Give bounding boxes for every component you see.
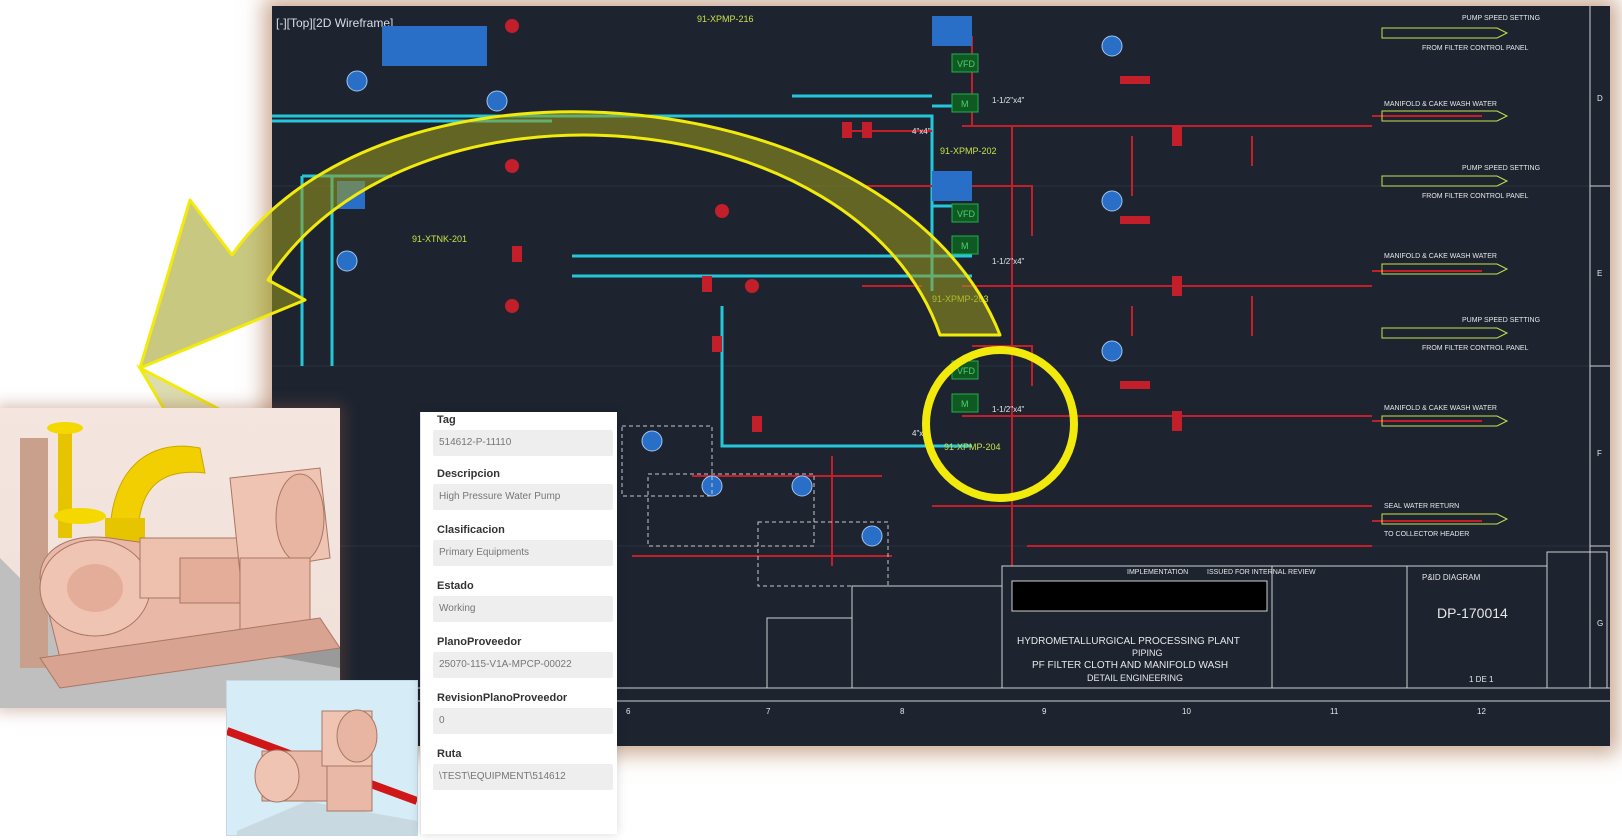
grid-number-11: 11 xyxy=(1330,707,1339,716)
motor-label-2: M xyxy=(961,241,969,251)
grid-letter-d: D xyxy=(1597,94,1603,103)
tag-pump-202: 91-XPMP-202 xyxy=(940,146,997,156)
motor-label-1: M xyxy=(961,99,969,109)
prop-value-path[interactable]: \TEST\EQUIPMENT\514612 xyxy=(433,764,613,790)
model-thumbnail[interactable] xyxy=(225,680,419,836)
tag-pump-216: 91-XPMP-216 xyxy=(697,14,754,24)
sheet-number: 1 DE 1 xyxy=(1469,675,1494,684)
prop-value-classification[interactable]: Primary Equipments xyxy=(433,540,613,566)
drawing-number: DP-170014 xyxy=(1437,605,1508,621)
equipment-properties-panel: Tag 514612-P-11110 Descripcion High Pres… xyxy=(420,412,617,834)
pipe-size-label-4: 4"x4" xyxy=(912,127,931,136)
vfd-label-1: VFD xyxy=(957,59,976,69)
prop-label-vendor-drawing: PlanoProveedor xyxy=(437,636,522,648)
issued-label: ISSUED FOR INTERNAL REVIEW xyxy=(1207,569,1316,576)
implementation-label: IMPLEMENTATION xyxy=(1127,569,1188,576)
filter-panel-label-3: FROM FILTER CONTROL PANEL xyxy=(1422,345,1529,352)
prop-label-status: Estado xyxy=(437,580,474,592)
model-3d-view[interactable] xyxy=(0,408,340,708)
valve-symbols xyxy=(505,19,1182,453)
grid-number-8: 8 xyxy=(900,707,905,716)
project-subtitle-2: PF FILTER CLOTH AND MANIFOLD WASH xyxy=(1032,660,1228,671)
grid-number-12: 12 xyxy=(1477,707,1486,716)
tag-tank-201: 91-XTNK-201 xyxy=(412,234,467,244)
grid-letter-g: G xyxy=(1597,619,1603,628)
motor-label-3: M xyxy=(961,399,969,409)
project-subtitle-3: DETAIL ENGINEERING xyxy=(1087,673,1183,683)
project-subtitle-1: PIPING xyxy=(1132,648,1163,658)
pipe-size-label-1: 1-1/2"x4" xyxy=(992,96,1025,105)
manifold-label-2: MANIFOLD & CAKE WASH WATER xyxy=(1384,253,1497,260)
collector-header-label: TO COLLECTOR HEADER xyxy=(1384,531,1469,538)
off-page-connectors xyxy=(1381,27,1509,525)
tag-pump-204: 91-XPMP-204 xyxy=(944,442,1001,452)
filter-panel-label-2: FROM FILTER CONTROL PANEL xyxy=(1422,193,1529,200)
viewport-label[interactable]: [-][Top][2D Wireframe] xyxy=(276,16,394,30)
prop-value-tag[interactable]: 514612-P-11110 xyxy=(433,430,613,456)
pump-thumbnail-render xyxy=(225,709,419,835)
dashed-instrument-groups xyxy=(621,425,889,587)
cyan-process-lines xyxy=(272,94,972,448)
pump-speed-label-3: PUMP SPEED SETTING xyxy=(1462,317,1540,324)
vfd-label-3: VFD xyxy=(957,366,976,376)
grid-letter-e: E xyxy=(1597,269,1602,278)
prop-label-classification: Clasificacion xyxy=(437,524,505,536)
grid-number-9: 9 xyxy=(1042,707,1047,716)
vfd-label-2: VFD xyxy=(957,209,976,219)
prop-value-vendor-revision[interactable]: 0 xyxy=(433,708,613,734)
prop-label-tag: Tag xyxy=(437,414,456,426)
seal-water-label: SEAL WATER RETURN xyxy=(1384,503,1459,510)
title-doc-type: P&ID DIAGRAM xyxy=(1422,573,1481,582)
manifold-label-3: MANIFOLD & CAKE WASH WATER xyxy=(1384,405,1497,412)
project-title: HYDROMETALLURGICAL PROCESSING PLANT xyxy=(1017,636,1240,647)
manifold-label-1: MANIFOLD & CAKE WASH WATER xyxy=(1384,101,1497,108)
grid-letter-f: F xyxy=(1597,449,1602,458)
grid-number-7: 7 xyxy=(766,707,771,716)
filter-panel-label-1: FROM FILTER CONTROL PANEL xyxy=(1422,45,1529,52)
prop-value-vendor-drawing[interactable]: 25070-115-V1A-MPCP-00022 xyxy=(433,652,613,678)
tag-pump-203: 91-XPMP-203 xyxy=(932,294,989,304)
pipe-size-label-3: 1-1/2"x4" xyxy=(992,405,1025,414)
pipe-size-label-2: 1-1/2"x4" xyxy=(992,257,1025,266)
grid-number-6: 6 xyxy=(626,707,631,716)
control-boxes xyxy=(337,16,972,209)
pump-speed-label-1: PUMP SPEED SETTING xyxy=(1462,15,1540,22)
prop-label-path: Ruta xyxy=(437,748,462,760)
prop-label-vendor-revision: RevisionPlanoProveedor xyxy=(437,692,568,704)
pump-3d-render xyxy=(0,422,340,708)
prop-value-description[interactable]: High Pressure Water Pump xyxy=(433,484,613,510)
prop-value-status[interactable]: Working xyxy=(433,596,613,622)
pump-speed-label-2: PUMP SPEED SETTING xyxy=(1462,165,1540,172)
instrument-bubbles xyxy=(336,35,1123,547)
grid-number-10: 10 xyxy=(1182,707,1191,716)
prop-label-description: Descripcion xyxy=(437,468,500,480)
pipe-size-label-5: 4"x4" xyxy=(912,429,931,438)
